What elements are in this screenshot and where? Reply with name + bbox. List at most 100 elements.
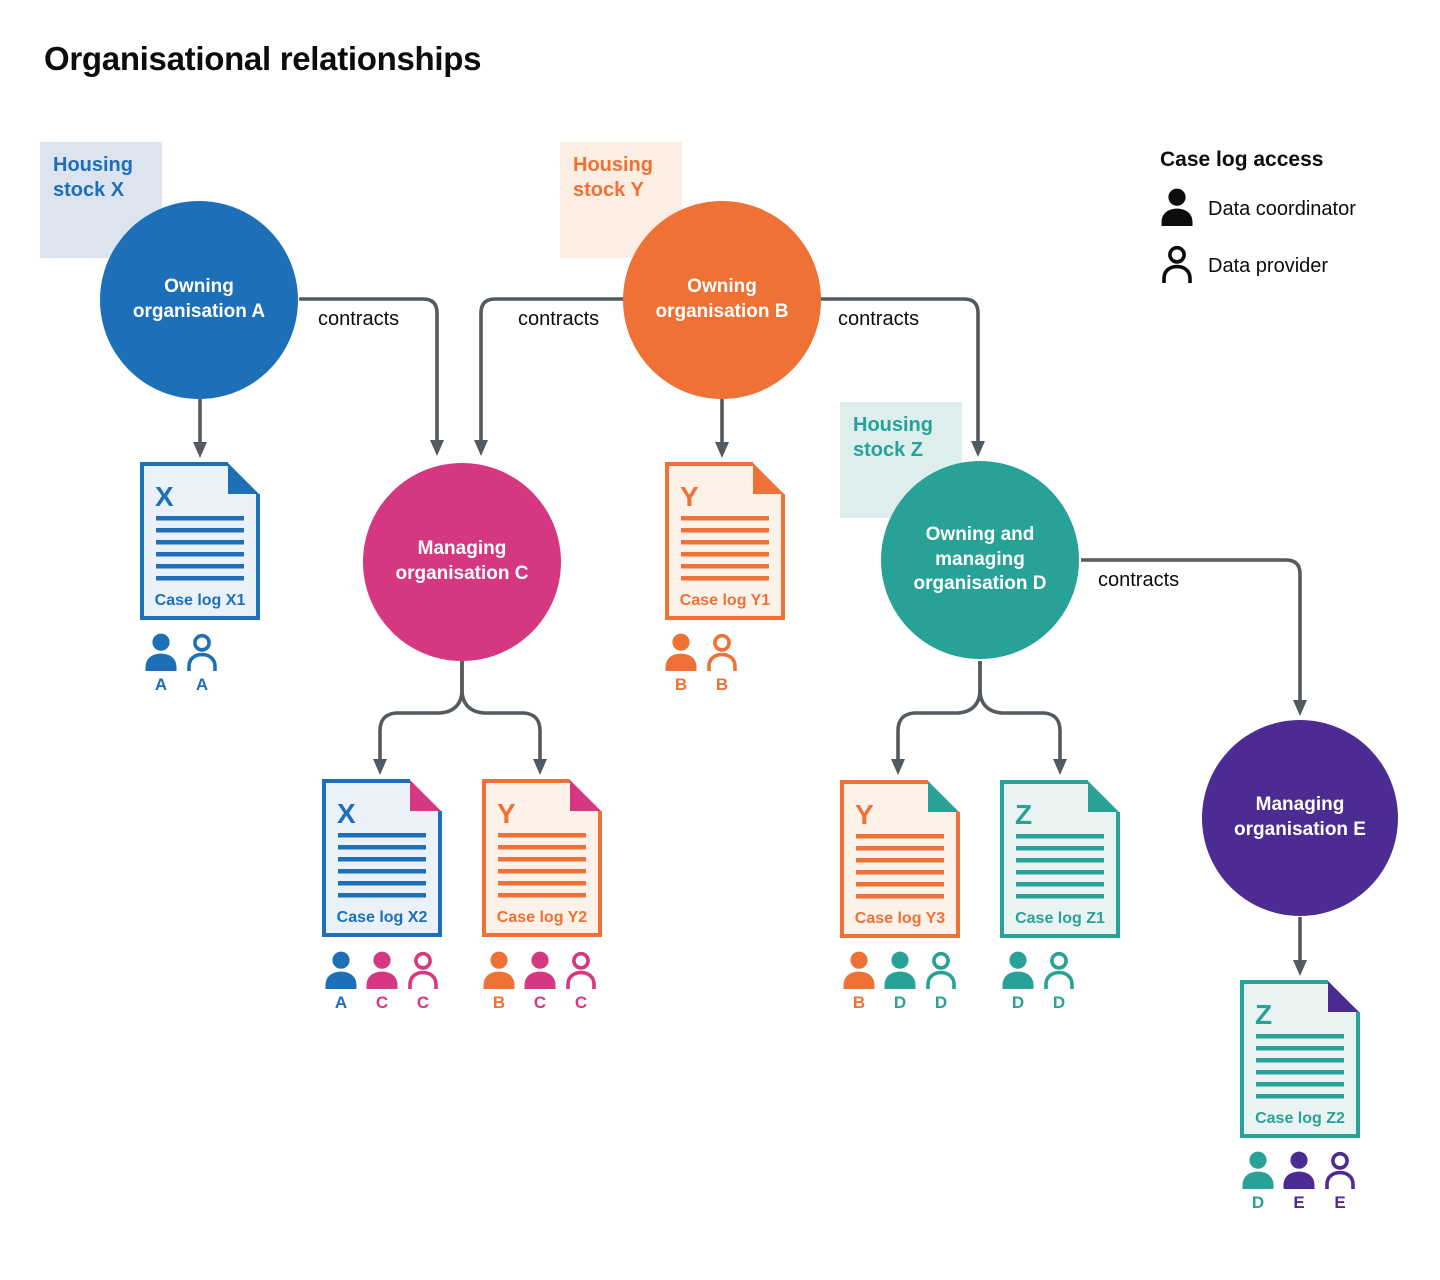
housing-stock-x-line1: Housing [53, 154, 133, 176]
person-outline-icon [926, 951, 956, 989]
case-log-y3: Y Case log Y3 [840, 780, 960, 938]
connector-d-to-z1 [978, 661, 1067, 775]
case-log-caption: Case log Y1 [680, 592, 771, 609]
data-coordinator-access: A [324, 951, 358, 1011]
data-provider-access: A [185, 633, 219, 693]
person-outline-icon [187, 633, 217, 671]
access-org-letter: D [1251, 1193, 1265, 1212]
person-filled-icon [1002, 951, 1034, 989]
person-filled-icon [843, 951, 875, 989]
housing-stock-y-line2: stock Y [573, 179, 644, 201]
case-log-letter: X [155, 481, 174, 512]
case-log-caption: Case log Z1 [1015, 910, 1105, 927]
person-filled-icon [884, 951, 916, 989]
housing-stock-z-line1: Housing [853, 414, 933, 436]
person-filled-icon [145, 633, 177, 671]
person-outline-icon [1325, 1151, 1355, 1189]
org-circle-a-label: Owning organisation A [132, 276, 266, 322]
connector-d-to-y3 [891, 661, 982, 775]
case-log-letter: Z [1255, 999, 1272, 1030]
contracts-label-b-d: contracts [838, 308, 920, 330]
access-org-letter: C [533, 993, 547, 1012]
legend-item-coordinator: Data coordinator [1160, 188, 1356, 231]
org-circle-e-label: Managing organisation E [1234, 794, 1366, 840]
person-filled-icon [325, 951, 357, 989]
data-coordinator-access: C [365, 951, 399, 1011]
contracts-label-b-c: contracts [518, 308, 600, 330]
case-log-caption: Case log Y2 [497, 909, 588, 926]
case-log-letter: Y [680, 481, 699, 512]
legend-item-label: Data coordinator [1208, 198, 1356, 220]
contracts-label-d-e: contracts [1098, 569, 1180, 591]
person-filled-icon [1242, 1151, 1274, 1189]
access-org-letter: A [154, 675, 168, 694]
person-outline-icon [707, 633, 737, 671]
case-log-doc-icon: Y Case log Y1 [665, 462, 785, 620]
legend-item-label: Data provider [1208, 255, 1329, 277]
org-circle-c: Managing organisation C [363, 463, 561, 661]
access-org-letter: A [334, 993, 348, 1012]
org-circle-d: Owning and managing organisation D [881, 461, 1079, 659]
housing-stock-z-line2: stock Z [853, 439, 924, 461]
org-circle-d-label: Owning and managing organisation D [913, 523, 1047, 595]
data-provider-access: C [564, 951, 598, 1011]
case-log-caption: Case log X2 [337, 909, 428, 926]
org-circle-e: Managing organisation E [1202, 720, 1398, 916]
data-coordinator-access: B [482, 951, 516, 1011]
data-coordinator-access: B [664, 633, 698, 693]
access-org-letter: D [1011, 993, 1025, 1012]
data-coordinator-access: E [1282, 1151, 1316, 1211]
access-org-letter: D [934, 993, 948, 1012]
person-outline-icon [1044, 951, 1074, 989]
housing-stock-x-line2: stock X [53, 179, 125, 201]
case-log-doc-icon: Z Case log Z2 [1240, 980, 1360, 1138]
access-org-letter: D [893, 993, 907, 1012]
case-log-doc-icon: Y Case log Y3 [840, 780, 960, 938]
access-org-letter: B [674, 675, 688, 694]
person-outline-icon [566, 951, 596, 989]
legend-item-provider: Data provider [1160, 245, 1356, 288]
contracts-label-a-c: contracts [318, 308, 400, 330]
folded-corner-icon [570, 780, 601, 811]
org-circle-c-label: Managing organisation C [395, 538, 529, 584]
case-log-caption: Case log Y3 [855, 910, 946, 927]
org-circle-b: Owning organisation B [623, 201, 821, 399]
access-org-letter: B [852, 993, 866, 1012]
data-coordinator-access: A [144, 633, 178, 693]
access-org-letter: C [375, 993, 389, 1012]
legend-title: Case log access [1160, 148, 1324, 171]
data-coordinator-access: D [1001, 951, 1035, 1011]
person-filled-icon [524, 951, 556, 989]
data-provider-access: E [1323, 1151, 1357, 1211]
person-filled-icon [1160, 188, 1194, 231]
folded-corner-icon [1088, 781, 1119, 812]
page-title: Organisational relationships [44, 40, 482, 77]
folded-corner-icon [1328, 981, 1359, 1012]
access-org-letter: C [416, 993, 430, 1012]
case-log-y1: Y Case log Y1 [665, 462, 785, 620]
person-filled-icon [483, 951, 515, 989]
connector-c-to-x2 [373, 661, 464, 775]
access-org-letter: A [195, 675, 209, 694]
case-log-z2: Z Case log Z2 [1240, 980, 1360, 1138]
folded-corner-icon [928, 781, 959, 812]
folded-corner-icon [410, 780, 441, 811]
legend: Case log access Data coordinator Data pr… [1160, 148, 1356, 302]
case-log-letter: Y [855, 799, 874, 830]
person-outline-icon [1160, 245, 1194, 288]
case-log-caption: Case log Z2 [1255, 1110, 1345, 1127]
org-circle-b-label: Owning organisation B [655, 276, 789, 322]
access-org-letter: E [1334, 1193, 1346, 1212]
